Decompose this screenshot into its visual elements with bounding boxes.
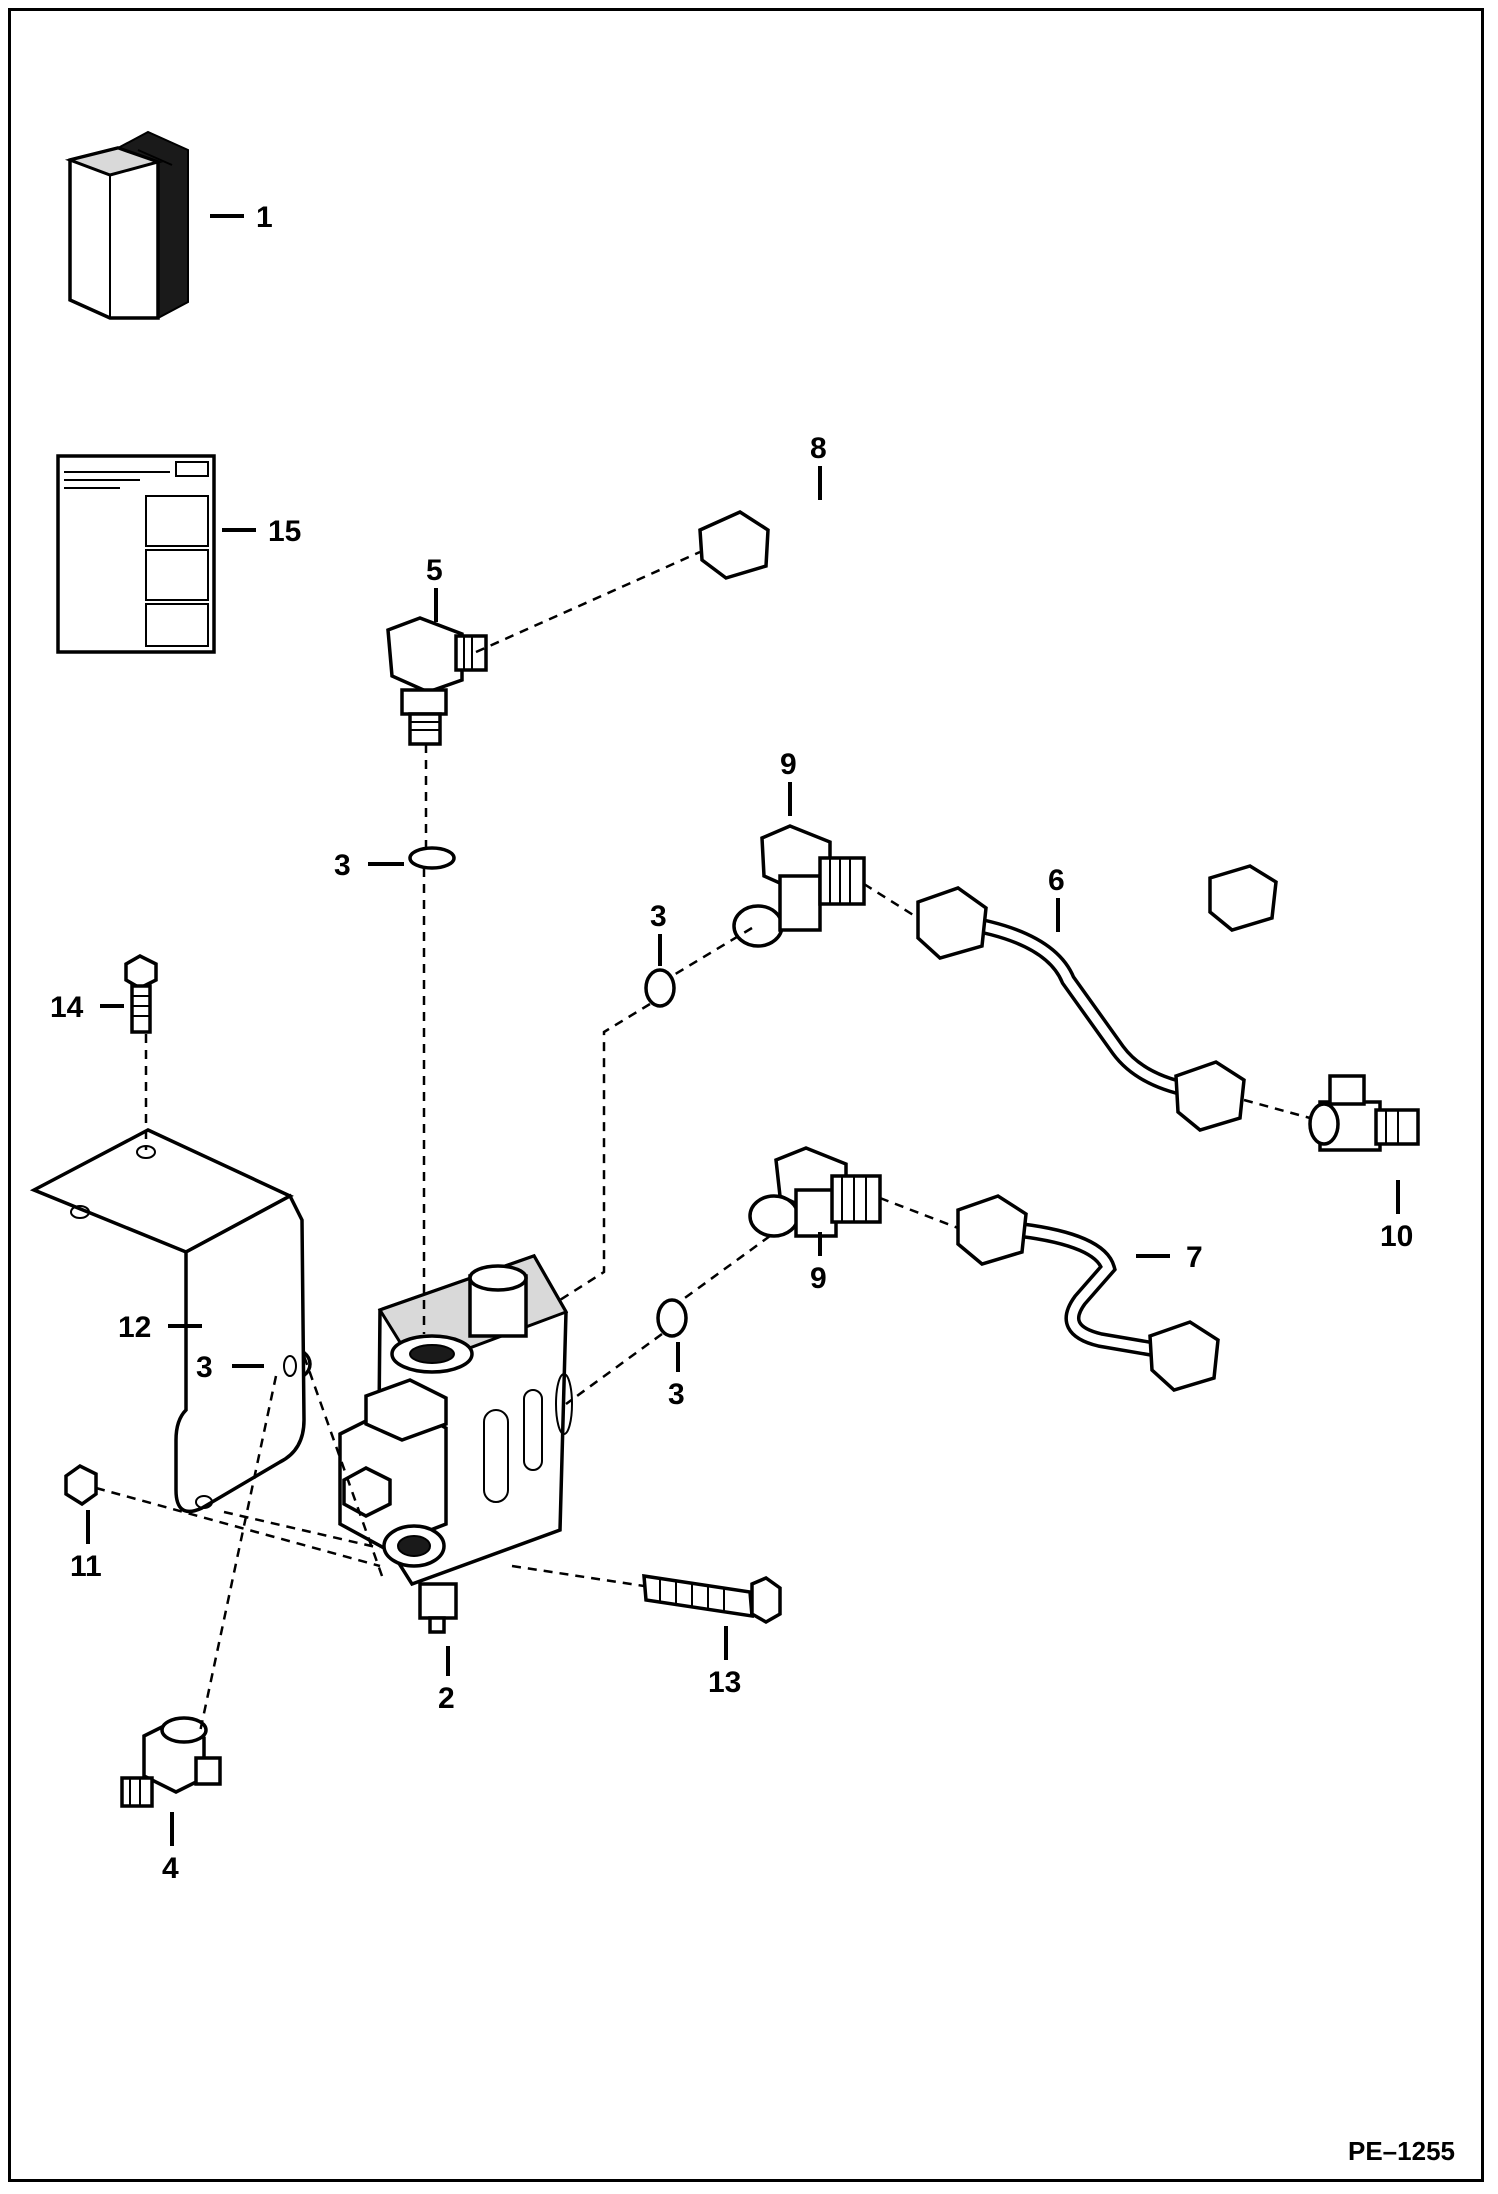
callout-15: 15 — [268, 515, 301, 548]
part-1-box — [64, 130, 189, 320]
callout-3-lower-left: 3 — [196, 1351, 213, 1384]
callout-4: 4 — [162, 1852, 179, 1885]
part-8-tube — [698, 502, 1305, 932]
assembly-lines — [95, 550, 1311, 1733]
part-9-elbow-upper — [732, 824, 866, 948]
part-13-bolt — [642, 1573, 782, 1625]
callout-10: 10 — [1380, 1220, 1413, 1253]
callout-3-mid: 3 — [650, 900, 667, 933]
callout-9-upper: 9 — [780, 748, 797, 781]
callout-3-lower-right: 3 — [668, 1378, 685, 1411]
callout-6: 6 — [1048, 864, 1065, 897]
part-12-bracket — [29, 1128, 306, 1514]
diagram-border — [8, 8, 1484, 2182]
part-3-o-ring-upper — [408, 846, 456, 870]
part-2-valve-block — [338, 1253, 573, 1634]
callout-3-upper: 3 — [334, 849, 351, 882]
callout-8: 8 — [810, 432, 827, 465]
part-3-o-ring-lower-right — [656, 1298, 688, 1338]
callout-12: 12 — [118, 1311, 151, 1344]
part-7-tube — [956, 1194, 1220, 1392]
leader-lines — [86, 214, 1400, 1846]
part-10-tee — [1308, 1074, 1420, 1152]
part-3-o-ring-mid — [644, 968, 676, 1008]
part-6-tube — [916, 886, 1246, 1132]
part-5-elbow-fitting — [386, 616, 488, 746]
callout-5: 5 — [426, 554, 443, 587]
part-11-nut — [64, 1463, 98, 1507]
callout-labels: 1 15 5 8 3 9 3 6 14 10 9 7 12 3 11 3 2 1… — [50, 201, 1413, 1885]
callout-9-lower: 9 — [810, 1262, 827, 1295]
part-14-bolt — [124, 954, 158, 1034]
figure-code: PE–1255 — [1348, 2136, 1455, 2166]
part-9-elbow-lower — [748, 1146, 882, 1238]
callout-2: 2 — [438, 1682, 455, 1715]
callout-1: 1 — [256, 201, 273, 234]
callout-13: 13 — [708, 1666, 741, 1699]
callout-11: 11 — [70, 1550, 102, 1583]
part-15-decal-sheet — [56, 454, 216, 654]
callout-7: 7 — [1186, 1241, 1203, 1274]
callout-14: 14 — [50, 991, 84, 1024]
part-4-fitting — [120, 1716, 222, 1808]
